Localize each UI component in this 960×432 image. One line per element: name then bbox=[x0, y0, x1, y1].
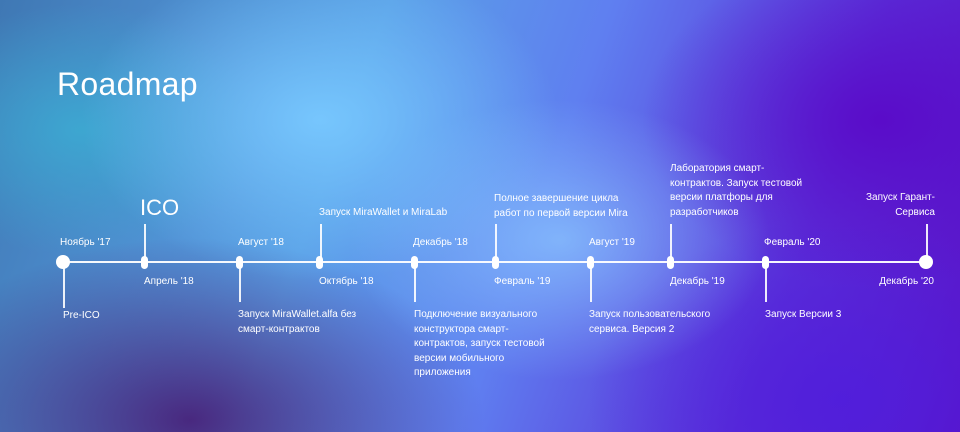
timeline-stem bbox=[320, 224, 322, 262]
milestone-marker[interactable] bbox=[411, 256, 418, 269]
milestone-date: Декабрь '19 bbox=[670, 276, 725, 287]
milestone-date: Ноябрь '17 bbox=[60, 237, 111, 248]
page-title: Roadmap bbox=[57, 66, 198, 102]
milestone-description: Запуск MiraWallet.alfa без смарт-контрак… bbox=[238, 309, 357, 335]
milestone-description: Pre-ICO bbox=[63, 310, 100, 321]
milestone-marker[interactable] bbox=[141, 256, 148, 269]
ico-label: ICO bbox=[140, 195, 180, 220]
milestone-marker[interactable] bbox=[667, 256, 674, 269]
milestone-date: Февраль '19 bbox=[494, 276, 551, 287]
milestone-marker[interactable] bbox=[316, 256, 323, 269]
milestone-marker[interactable] bbox=[56, 255, 70, 269]
timeline-stem bbox=[495, 224, 497, 262]
milestone-description: Запуск пользовательского сервиса. Версия… bbox=[589, 309, 711, 335]
timeline-stem bbox=[63, 268, 65, 308]
timeline-stem bbox=[144, 224, 146, 262]
timeline-stem bbox=[414, 268, 416, 302]
milestone-description: Лаборатория смарт-контрактов. Запуск тес… bbox=[670, 163, 803, 218]
milestone-date: Декабрь '18 bbox=[413, 237, 468, 248]
milestone-marker[interactable] bbox=[236, 256, 243, 269]
timeline-stem bbox=[765, 268, 767, 302]
milestone-marker[interactable] bbox=[762, 256, 769, 269]
milestone-marker[interactable] bbox=[587, 256, 594, 269]
milestone-marker[interactable] bbox=[492, 256, 499, 269]
milestone-description: Полное завершение цикла работ по первой … bbox=[494, 193, 628, 219]
milestone-date: Октябрь '18 bbox=[319, 276, 374, 287]
milestone-date: Август '19 bbox=[589, 237, 635, 248]
milestone-date: Август '18 bbox=[238, 237, 284, 248]
milestone-description: Запуск Версии 3 bbox=[765, 309, 842, 320]
milestone-description: Подключение визуального конструктора сма… bbox=[414, 309, 545, 378]
milestone-marker[interactable] bbox=[919, 255, 933, 269]
milestone-description: Запуск Гарант-Сервиса bbox=[865, 192, 935, 218]
milestone-date: Декабрь '20 bbox=[879, 276, 934, 287]
milestone-date: Апрель '18 bbox=[144, 276, 194, 287]
milestone-description: Запуск MiraWallet и MiraLab bbox=[319, 207, 448, 218]
timeline-stem bbox=[590, 268, 592, 302]
timeline-stem bbox=[239, 268, 241, 302]
timeline-stem bbox=[926, 224, 928, 262]
timeline-stem bbox=[670, 224, 672, 262]
milestone-date: Февраль '20 bbox=[764, 237, 821, 248]
